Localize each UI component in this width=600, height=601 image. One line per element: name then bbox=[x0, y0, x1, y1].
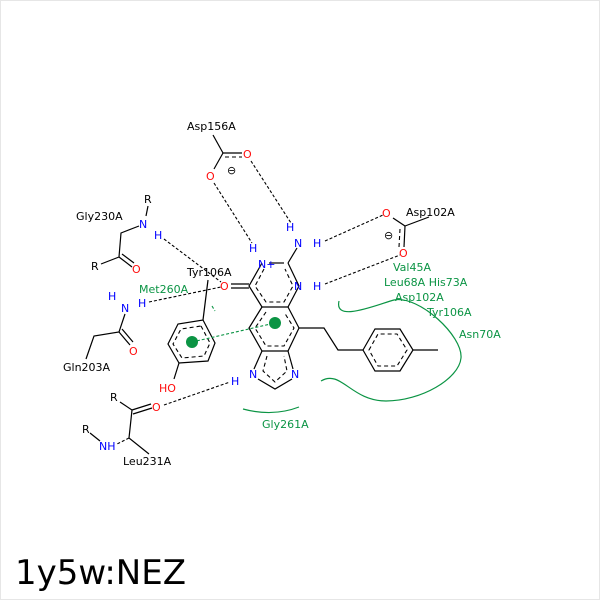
residue-label-met260: Met260A bbox=[139, 283, 189, 296]
hbond bbox=[148, 286, 222, 303]
hydrogen-bonds bbox=[148, 160, 401, 406]
residue-label: Leu231A bbox=[123, 455, 172, 468]
hydrophobic-arc-gly261 bbox=[242, 406, 300, 414]
n-plus-atom: N+ bbox=[258, 258, 275, 271]
residue-label: Gly261A bbox=[262, 418, 309, 431]
h-atom: H bbox=[154, 229, 162, 242]
nh-group: NH bbox=[99, 440, 116, 453]
n-atom: N bbox=[291, 368, 299, 381]
hydrophobic-label: Asp102A bbox=[395, 291, 444, 304]
o-atom: O bbox=[243, 148, 252, 161]
hbond bbox=[324, 254, 401, 285]
residue-label: Asp156A bbox=[187, 120, 236, 133]
n-atom: N bbox=[139, 218, 147, 231]
r-group: R bbox=[110, 391, 118, 404]
ring-centroid bbox=[186, 336, 198, 348]
h-atom: H bbox=[138, 297, 146, 310]
residue-gln203: H N H O Gln203A bbox=[63, 290, 146, 374]
n-atom: N bbox=[294, 237, 302, 250]
ethyl-linker bbox=[299, 327, 363, 351]
o-atom: O bbox=[129, 345, 138, 358]
hydrophobic-label: Leu68A His73A bbox=[384, 276, 468, 289]
residue-label: Gly230A bbox=[76, 210, 123, 223]
hydrophobic-label: Val45A bbox=[393, 261, 431, 274]
o-atom: O bbox=[220, 280, 229, 293]
h-atom: H bbox=[249, 242, 257, 255]
hydrophobic-contacts: Gly261A Val45A Leu68A His73A Asp102A Tyr… bbox=[242, 261, 501, 431]
o-atom: O bbox=[399, 247, 408, 260]
hydrophobic-arc bbox=[320, 299, 462, 402]
n-atom: N bbox=[121, 302, 129, 315]
r-group: R bbox=[91, 260, 99, 273]
residue-label: Asp102A bbox=[406, 206, 455, 219]
tolyl-ring bbox=[362, 328, 414, 372]
imidazole-ring bbox=[257, 378, 293, 390]
hbond bbox=[213, 182, 253, 244]
residue-asp156: Asp156A O O ⊖ bbox=[187, 120, 252, 183]
o-atom: O bbox=[206, 170, 215, 183]
ho-group: HO bbox=[159, 382, 176, 395]
h-atom: H bbox=[286, 221, 294, 234]
residue-leu231: R O NH R Leu231A bbox=[82, 391, 172, 468]
ligand: N+ H N H H N H O N N H bbox=[220, 221, 438, 390]
diagram-title: 1y5w:NEZ bbox=[15, 553, 186, 593]
h-atom: H bbox=[313, 280, 321, 293]
pyrimidine-ring bbox=[248, 262, 300, 308]
h-atom: H bbox=[231, 375, 239, 388]
negative-charge-icon: ⊖ bbox=[227, 164, 236, 177]
residue-gly230: Gly230A R N H R O bbox=[76, 193, 162, 276]
hbond bbox=[163, 381, 231, 406]
residue-label: Gln203A bbox=[63, 361, 111, 374]
pi-stacking bbox=[186, 317, 281, 348]
central-ring bbox=[248, 306, 300, 352]
ring-centroid bbox=[269, 317, 281, 329]
h-atom: H bbox=[108, 290, 116, 303]
hydrophobic-label: Tyr106A bbox=[426, 306, 472, 319]
n-atom: N bbox=[294, 280, 302, 293]
h-atom: H bbox=[313, 237, 321, 250]
negative-charge-icon: ⊖ bbox=[384, 229, 393, 242]
r-group: R bbox=[144, 193, 152, 206]
o-atom: O bbox=[382, 207, 391, 220]
o-atom: O bbox=[152, 401, 161, 414]
o-atom: O bbox=[132, 263, 141, 276]
residue-tyr106: Met260A Tyr106A HO bbox=[139, 266, 232, 395]
n-atom: N bbox=[249, 368, 257, 381]
r-group: R bbox=[82, 423, 90, 436]
residue-asp102: Asp102A O O ⊖ bbox=[382, 206, 455, 260]
hbond bbox=[250, 160, 292, 224]
hydrophobic-label: Asn70A bbox=[459, 328, 501, 341]
hbond bbox=[324, 214, 384, 242]
hbond bbox=[163, 238, 222, 283]
